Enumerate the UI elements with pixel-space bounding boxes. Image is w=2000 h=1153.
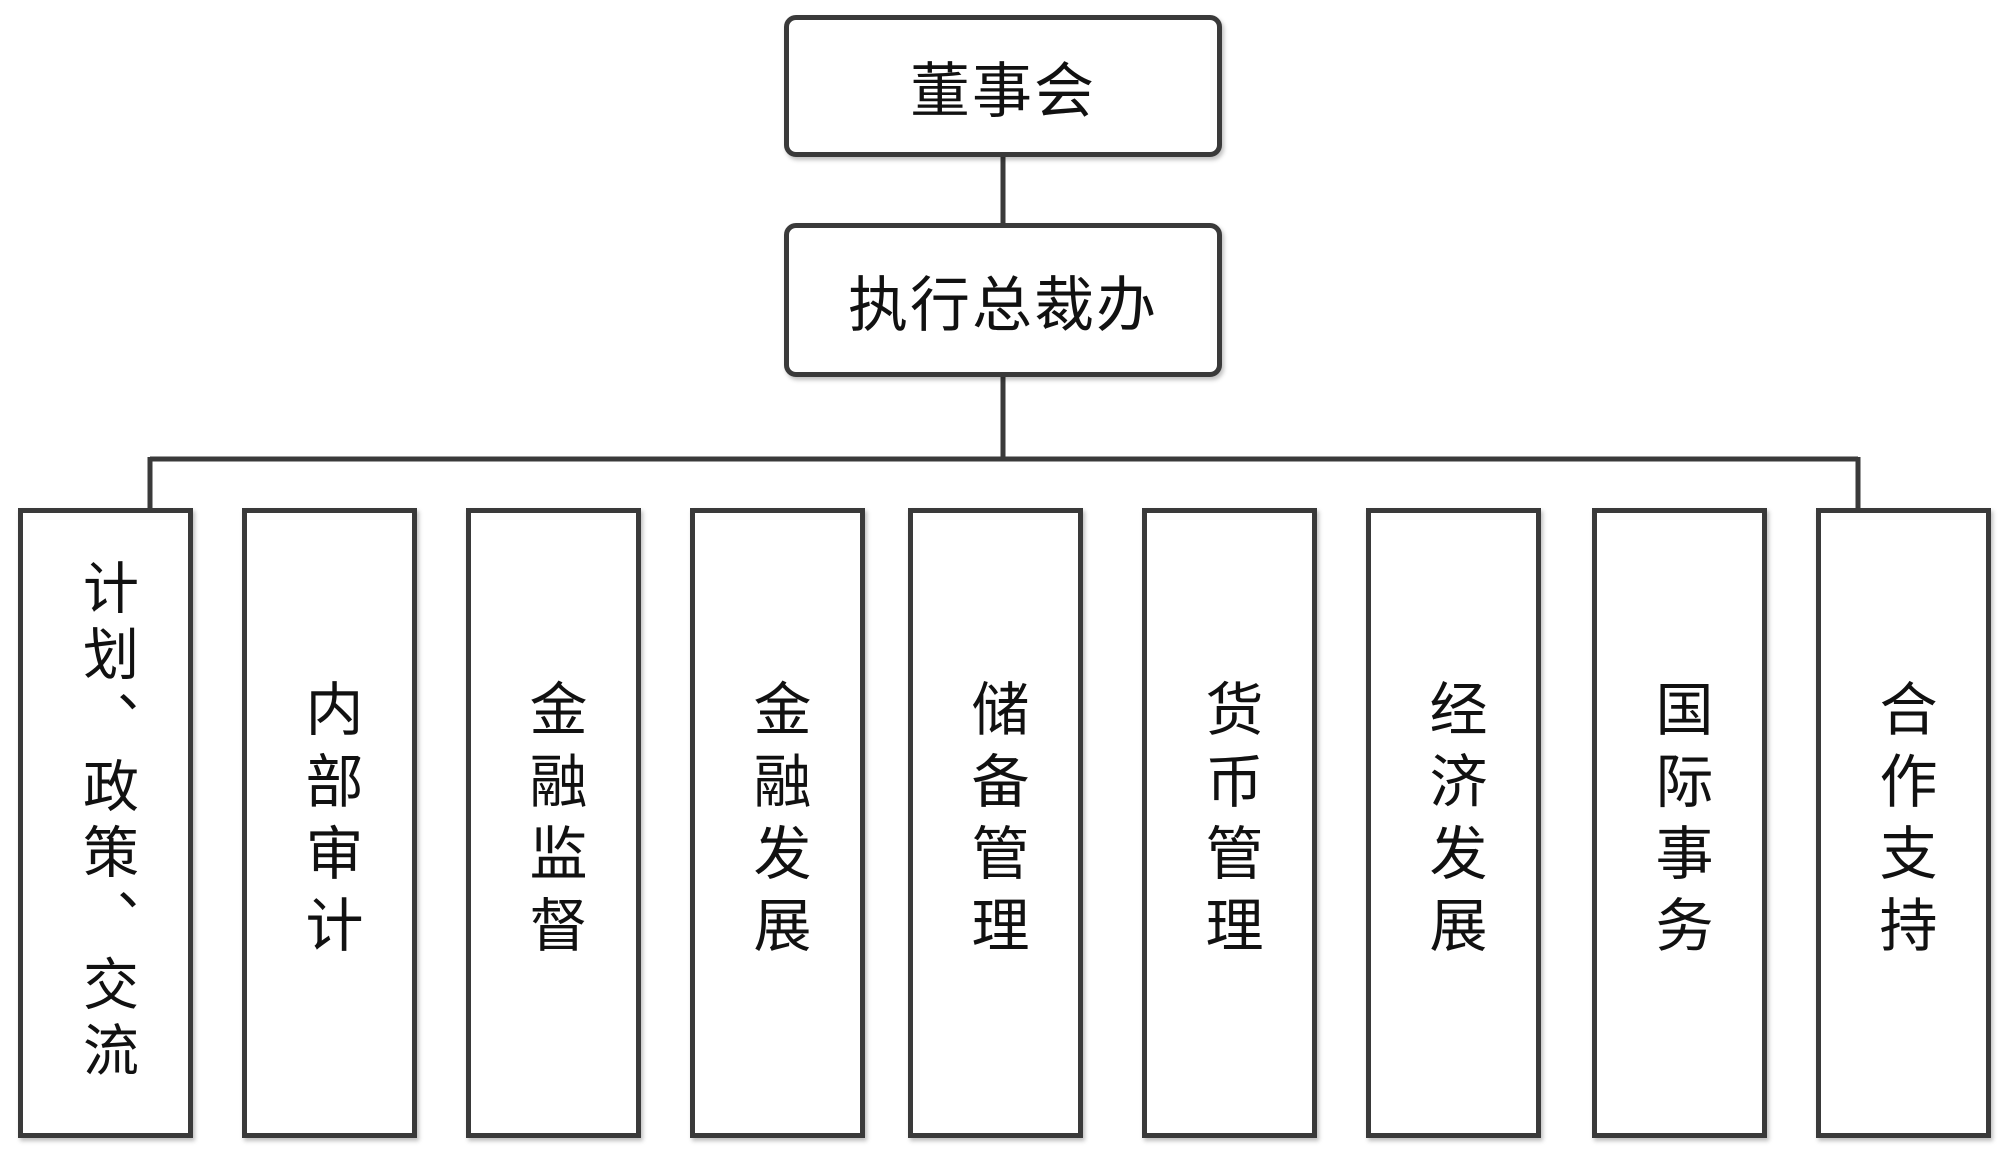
department-label: 计划、政策、交流 xyxy=(73,559,139,1087)
department-node-economic-development: 经济发展 xyxy=(1366,508,1541,1138)
department-label: 内部审计 xyxy=(295,679,364,967)
department-label: 国际事务 xyxy=(1645,679,1714,967)
department-node-internal-audit: 内部审计 xyxy=(242,508,417,1138)
board-label: 董事会 xyxy=(910,56,1096,127)
department-node-international-affairs: 国际事务 xyxy=(1592,508,1767,1138)
department-node-financial-supervision: 金融监督 xyxy=(466,508,641,1138)
executive-office-node: 执行总裁办 xyxy=(784,223,1222,377)
department-node-cooperation-support: 合作支持 xyxy=(1816,508,1991,1138)
department-label: 金融发展 xyxy=(743,679,812,967)
department-node-financial-development: 金融发展 xyxy=(690,508,865,1138)
department-node-monetary-management: 货币管理 xyxy=(1142,508,1317,1138)
board-node: 董事会 xyxy=(784,15,1222,157)
department-node-reserve-management: 储备管理 xyxy=(908,508,1083,1138)
department-node-planning-policy-communication: 计划、政策、交流 xyxy=(18,508,193,1138)
department-label: 金融监督 xyxy=(519,679,588,967)
department-label: 储备管理 xyxy=(961,679,1030,967)
executive-office-label: 执行总裁办 xyxy=(848,270,1158,341)
department-label: 货币管理 xyxy=(1195,679,1264,967)
department-label: 经济发展 xyxy=(1419,679,1488,967)
department-label: 合作支持 xyxy=(1869,679,1938,967)
